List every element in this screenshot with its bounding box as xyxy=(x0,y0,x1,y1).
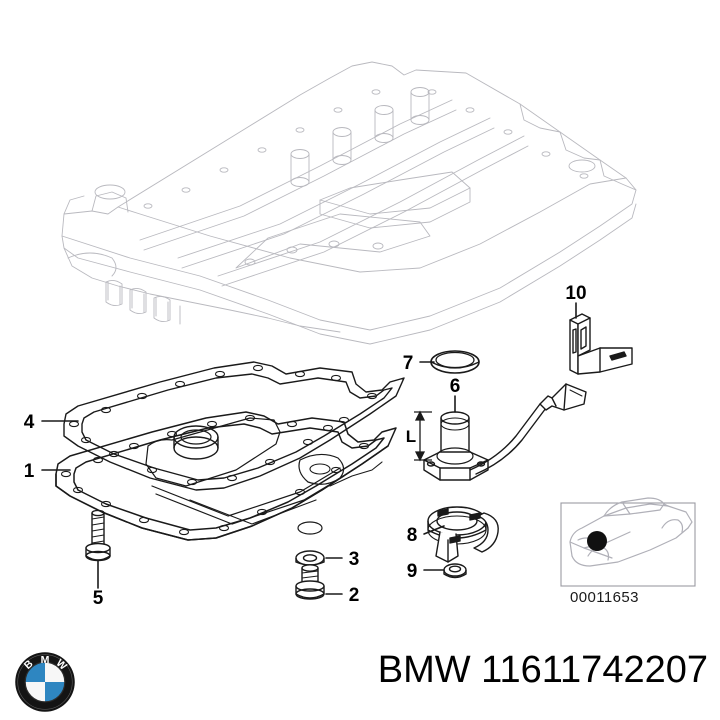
callout-5: 5 xyxy=(93,588,104,609)
footer-bar: B M W BMW 11611742207 xyxy=(0,645,720,720)
vehicle-location-inset: 00011653 xyxy=(560,497,696,606)
callout-10: 10 xyxy=(565,283,586,304)
callout-8: 8 xyxy=(407,525,418,546)
part-number-label: BMW 11611742207 xyxy=(377,649,708,691)
dimension-marker-L xyxy=(414,410,432,462)
grommet-seal xyxy=(443,563,467,579)
callout-1: 1 xyxy=(24,461,35,482)
callout-7: 7 xyxy=(403,353,414,374)
callout-3: 3 xyxy=(349,549,360,570)
oil-baffle-shield xyxy=(427,506,499,563)
o-ring xyxy=(430,350,480,374)
callout-numbers: 4 1 5 3 2 7 6 8 9 10 xyxy=(24,283,587,609)
oil-level-sensor xyxy=(423,383,587,481)
car-outline-icon xyxy=(569,497,693,567)
bmw-roundel-logo: B M W xyxy=(15,652,75,712)
callout-leaders xyxy=(41,302,577,595)
svg-text:M: M xyxy=(41,654,50,666)
oil-pan-gasket xyxy=(63,361,405,491)
inset-code: 00011653 xyxy=(570,589,639,606)
callout-6: 6 xyxy=(450,376,461,397)
lower-oil-pan xyxy=(55,411,397,541)
cable-bracket xyxy=(569,313,633,375)
sealing-washer xyxy=(295,550,325,566)
callout-9: 9 xyxy=(407,561,418,582)
dimension-label-L: L xyxy=(406,427,416,446)
drain-plug xyxy=(295,564,325,600)
callout-2: 2 xyxy=(349,585,360,606)
hex-bolt xyxy=(85,509,111,562)
callout-4: 4 xyxy=(24,412,35,433)
location-dot xyxy=(587,531,607,551)
upper-oil-pan-drawing xyxy=(61,61,637,345)
